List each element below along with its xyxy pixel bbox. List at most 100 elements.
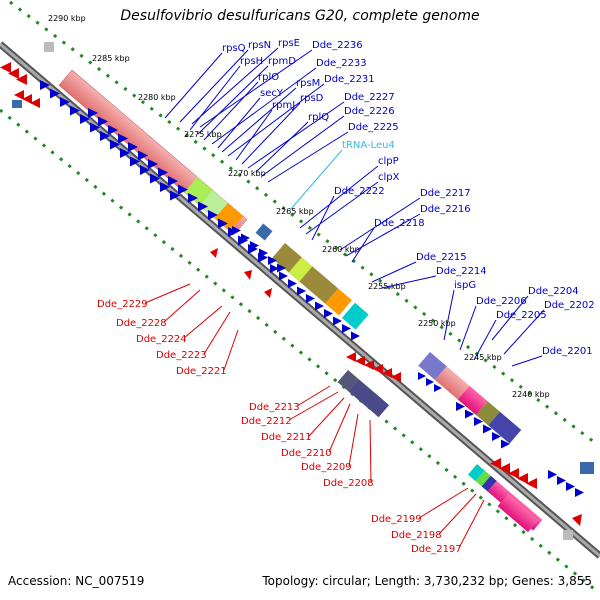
gene-arrow[interactable] xyxy=(98,116,108,127)
gene-arrow[interactable] xyxy=(148,159,158,169)
gene-arrow[interactable] xyxy=(22,94,32,104)
gene-label-forward[interactable]: Dde_2202 xyxy=(544,300,595,311)
gene-arrow[interactable] xyxy=(80,114,90,124)
gene-arrow[interactable] xyxy=(499,463,510,474)
gene-arrow[interactable] xyxy=(355,356,365,366)
gene-arrow[interactable] xyxy=(128,142,138,152)
gene-label-forward[interactable]: tRNA-Leu4 xyxy=(342,140,395,151)
gene-arrow[interactable] xyxy=(100,131,110,141)
gene-arrow[interactable] xyxy=(548,470,557,479)
gene-arrow[interactable] xyxy=(315,301,324,311)
gene-arrow[interactable] xyxy=(324,309,333,318)
gene-arrow[interactable] xyxy=(508,468,519,479)
gene-label-reverse[interactable]: Dde_2221 xyxy=(176,366,227,377)
gene-arrow[interactable] xyxy=(288,279,297,288)
gene-label-reverse[interactable]: Dde_2210 xyxy=(281,448,332,459)
gene-arrow[interactable] xyxy=(268,256,277,265)
gene-arrow[interactable] xyxy=(382,368,392,378)
gene-label-forward[interactable]: rpsQ xyxy=(222,43,246,54)
gene-arrow[interactable] xyxy=(208,210,218,220)
gene-arrow[interactable] xyxy=(50,88,60,99)
gene-arrow[interactable] xyxy=(351,331,360,341)
gene-label-reverse[interactable]: Dde_2208 xyxy=(323,478,374,489)
gene-arrow[interactable] xyxy=(160,182,170,192)
gene-arrow[interactable] xyxy=(492,432,501,441)
gene-arrow[interactable] xyxy=(250,241,259,250)
gene-label-forward[interactable]: Dde_2201 xyxy=(542,346,593,357)
gene-arrow[interactable] xyxy=(30,98,40,108)
gene-arrow[interactable] xyxy=(241,233,250,243)
gene-arrow[interactable] xyxy=(158,167,168,178)
gene-label-forward[interactable]: Dde_2205 xyxy=(496,310,547,321)
gene-arrow[interactable] xyxy=(434,384,442,392)
gene-label-forward[interactable]: Dde_2218 xyxy=(374,218,425,229)
gene-label-reverse[interactable]: Dde_2198 xyxy=(391,530,442,541)
gene-label-reverse[interactable]: Dde_2197 xyxy=(411,544,462,555)
gene-arrow[interactable] xyxy=(110,139,120,150)
gene-label-forward[interactable]: Dde_2225 xyxy=(348,122,399,133)
gene-arrow[interactable] xyxy=(88,108,98,118)
gene-arrow[interactable] xyxy=(90,122,100,133)
gene-label-reverse[interactable]: Dde_2213 xyxy=(249,402,300,413)
gene-arrow[interactable] xyxy=(70,105,80,116)
gene-label-forward[interactable]: Dde_2214 xyxy=(436,266,487,277)
gene-label-forward[interactable]: secY xyxy=(260,88,284,99)
gene-arrow[interactable] xyxy=(168,176,178,186)
gene-arrow[interactable] xyxy=(8,68,19,79)
gene-arrow[interactable] xyxy=(270,264,279,273)
gene-arrow[interactable] xyxy=(40,80,50,90)
gene-arrow[interactable] xyxy=(150,173,160,184)
gene-label-forward[interactable]: ispG xyxy=(454,280,476,291)
gene-arrow[interactable] xyxy=(297,286,306,296)
gene-arrow[interactable] xyxy=(120,148,130,158)
gene-label-forward[interactable]: Dde_2217 xyxy=(420,188,471,199)
gene-label-forward[interactable]: rpsN xyxy=(248,40,271,51)
gene-label-forward[interactable]: Dde_2222 xyxy=(334,186,385,197)
gene-label-forward[interactable]: rpmJ xyxy=(272,100,295,111)
gene-arrow[interactable] xyxy=(210,248,218,258)
gene-arrow[interactable] xyxy=(259,248,268,258)
gene-label-forward[interactable]: rpsM xyxy=(296,78,320,89)
gene-label-forward[interactable]: Dde_2231 xyxy=(324,74,375,85)
gene-label-reverse[interactable]: Dde_2212 xyxy=(241,416,292,427)
gene-arrow[interactable] xyxy=(264,288,272,298)
gene-arrow[interactable] xyxy=(140,165,150,175)
gene-arrow[interactable] xyxy=(306,294,315,303)
gene-label-forward[interactable]: Dde_2204 xyxy=(528,286,579,297)
gene-arrow[interactable] xyxy=(391,372,401,382)
gene-label-forward[interactable]: clpP xyxy=(378,156,399,167)
gene-label-reverse[interactable]: Dde_2209 xyxy=(301,462,352,473)
gene-arrow[interactable] xyxy=(118,133,128,144)
gene-label-forward[interactable]: Dde_2233 xyxy=(316,58,367,69)
gene-arrow[interactable] xyxy=(342,324,351,333)
gene-label-forward[interactable]: rplQ xyxy=(308,112,329,123)
gene-arrow[interactable] xyxy=(16,74,27,85)
gene-label-reverse[interactable]: Dde_2199 xyxy=(371,514,422,525)
gene-arrow[interactable] xyxy=(456,402,465,411)
gene-arrow[interactable] xyxy=(575,488,584,497)
gene-arrow[interactable] xyxy=(333,316,342,326)
gene-arrow[interactable] xyxy=(490,458,501,469)
gene-arrow[interactable] xyxy=(244,270,252,280)
gene-arrow[interactable] xyxy=(373,364,383,374)
gene-label-forward[interactable]: rpsD xyxy=(300,93,324,104)
gene-label-forward[interactable]: Dde_2226 xyxy=(344,106,395,117)
gene-arrow[interactable] xyxy=(483,424,492,434)
gene-label-forward[interactable]: Dde_2236 xyxy=(312,40,363,51)
gene-arrow[interactable] xyxy=(277,263,286,273)
gene-arrow[interactable] xyxy=(572,514,582,526)
gene-arrow[interactable] xyxy=(364,360,374,370)
gene-arrow[interactable] xyxy=(130,156,140,167)
gene-arrow[interactable] xyxy=(346,352,356,362)
gene-arrow[interactable] xyxy=(0,62,11,73)
gene-label-forward[interactable]: rpsE xyxy=(278,38,300,49)
gene-label-reverse[interactable]: Dde_2228 xyxy=(116,318,167,329)
gene-label-forward[interactable]: rpsH xyxy=(240,56,263,67)
gene-arrow[interactable] xyxy=(178,184,188,195)
gene-arrow[interactable] xyxy=(170,190,180,201)
gene-arrow[interactable] xyxy=(279,271,288,281)
gene-arrow[interactable] xyxy=(517,473,528,484)
gene-arrow[interactable] xyxy=(566,482,575,491)
gene-label-forward[interactable]: clpX xyxy=(378,172,400,183)
gene-arrow[interactable] xyxy=(108,125,118,135)
